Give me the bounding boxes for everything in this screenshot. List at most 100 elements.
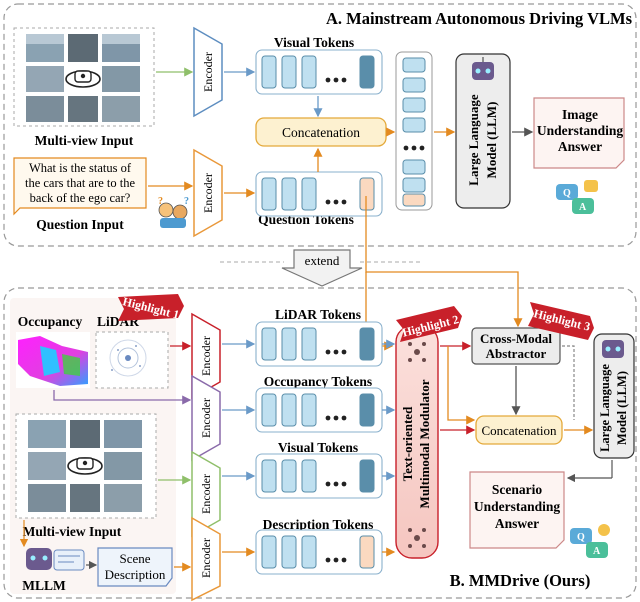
arrow-abstractor-to-llm	[562, 345, 575, 420]
robot-icon-a	[472, 57, 494, 80]
description-tokens-label: Description Tokens	[263, 517, 374, 532]
combined-token-stack-a	[402, 57, 426, 207]
encoder-visual-a: Encoder	[193, 26, 223, 118]
token	[402, 57, 426, 73]
visual-tokens-label-a: Visual Tokens	[274, 35, 354, 50]
svg-text:?: ?	[184, 196, 189, 207]
llm-label-a-1: Large Language	[466, 94, 481, 186]
token	[281, 535, 297, 569]
svg-text:A: A	[579, 202, 587, 213]
token	[281, 459, 297, 493]
multiview-input-b	[15, 413, 157, 519]
ellipsis-dot	[333, 199, 339, 205]
highlight-1-ribbon: Highlight 1	[118, 294, 184, 322]
extend-arrow	[281, 249, 363, 287]
token	[261, 177, 277, 211]
token	[281, 55, 297, 89]
ellipsis-dot	[333, 415, 339, 421]
svg-text:A: A	[593, 546, 601, 557]
encoder-question-a: Encoder	[193, 148, 223, 238]
ellipsis-dot	[333, 77, 339, 83]
answer-a-line-1: Image	[562, 107, 598, 122]
scene-description-box	[97, 547, 173, 587]
scene-desc-line-1: Scene	[119, 551, 150, 566]
panel-a-title: A. Mainstream Autonomous Driving VLMs	[326, 9, 633, 28]
token	[281, 393, 297, 427]
modulator-label-2: Multimodal Modulator	[417, 379, 432, 508]
ellipsis-dot	[325, 557, 331, 563]
token	[402, 117, 426, 133]
modulator-node-icon-top	[408, 342, 426, 362]
concatenation-box-b	[475, 415, 563, 445]
arrow-question-to-concat-b	[447, 346, 476, 425]
token	[402, 177, 426, 193]
encoder-description-b: Encoder	[191, 516, 221, 602]
multiview-label-a: Multi-view Input	[35, 133, 134, 148]
question-line-3: back of the ego car?	[30, 191, 131, 205]
answer-box-b	[469, 471, 565, 549]
question-token-group-a	[255, 171, 383, 217]
llm-label-b-1: Large Language	[598, 364, 612, 452]
ellipsis-dot	[341, 481, 347, 487]
description-token-group	[255, 529, 383, 575]
token	[261, 393, 277, 427]
token	[281, 177, 297, 211]
qa-chat-icon-b: Q A	[570, 524, 610, 558]
ego-car-icon-b	[67, 457, 103, 475]
ellipsis-dot	[325, 77, 331, 83]
ellipsis-dot	[325, 415, 331, 421]
encoder-occupancy-b: Encoder	[191, 374, 221, 462]
ellipsis-dot	[341, 199, 347, 205]
arrow-occ-to-encoder	[53, 390, 192, 405]
token	[301, 459, 317, 493]
lidar-token-group	[255, 321, 383, 367]
ellipsis-dot	[341, 77, 347, 83]
answer-b-line-3: Answer	[495, 516, 539, 531]
ellipsis-dot	[333, 349, 339, 355]
svg-text:Encoder: Encoder	[199, 474, 213, 514]
question-input-box	[13, 157, 147, 216]
ellipsis-dot	[341, 349, 347, 355]
token	[301, 535, 317, 569]
token	[261, 55, 277, 89]
token	[359, 393, 375, 427]
svg-text:Q: Q	[563, 188, 571, 199]
question-label: Question Input	[36, 217, 124, 232]
qa-chat-icon-a: Q A	[556, 180, 598, 214]
token	[261, 327, 277, 361]
occupancy-token-group	[255, 387, 383, 433]
svg-text:Encoder: Encoder	[201, 173, 215, 213]
svg-text:Encoder: Encoder	[201, 52, 215, 92]
token	[261, 535, 277, 569]
token	[359, 535, 375, 569]
answer-a-line-2: Understanding	[537, 123, 624, 138]
question-line-2: the cars that are to the	[25, 176, 135, 190]
svg-text:Encoder: Encoder	[199, 398, 213, 438]
ellipsis-dot	[325, 481, 331, 487]
visual-token-group-a	[255, 49, 383, 95]
ellipsis-dot	[333, 557, 339, 563]
llm-label-a-2: Model (LLM)	[484, 102, 499, 179]
lidar-image	[95, 331, 169, 389]
visual-tokens-label-b: Visual Tokens	[278, 440, 358, 455]
token	[301, 393, 317, 427]
token	[359, 177, 375, 211]
token	[359, 459, 375, 493]
token	[359, 327, 375, 361]
robot-icon-b	[602, 340, 624, 358]
scene-desc-line-2: Description	[105, 567, 166, 582]
ellipsis-dot	[411, 145, 417, 151]
modulator-node-icon-bottom	[408, 528, 426, 548]
answer-a-line-3: Answer	[558, 139, 602, 154]
occupancy-image	[16, 332, 90, 388]
multiview-input-a	[13, 27, 155, 127]
token	[402, 97, 426, 113]
svg-text:Encoder: Encoder	[199, 538, 213, 578]
answer-b-line-2: Understanding	[474, 499, 561, 514]
lidar-tokens-label: LiDAR Tokens	[275, 307, 361, 322]
people-question-icon: ? ?	[158, 196, 189, 228]
question-line-1: What is the status of	[29, 161, 132, 175]
llm-box-a	[455, 53, 511, 209]
ego-car-icon	[65, 70, 101, 88]
